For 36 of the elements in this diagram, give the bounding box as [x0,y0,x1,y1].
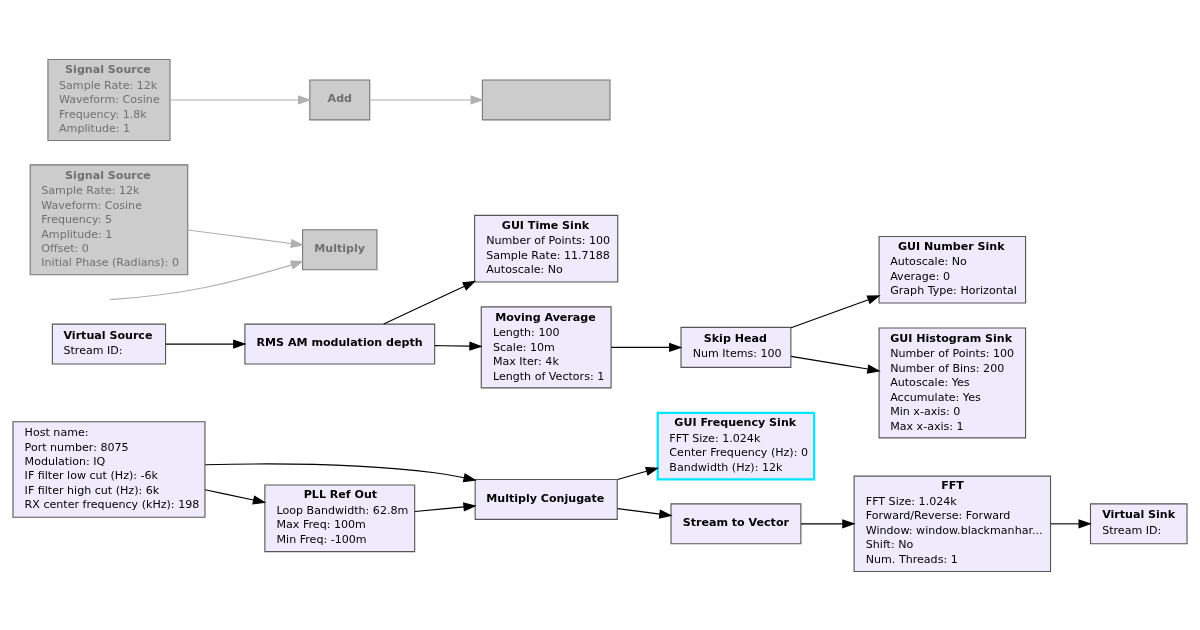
node-box: Virtual Source Stream ID: [51,323,167,365]
arrow [1050,518,1092,528]
node-box: RMS AM modulation depth [244,323,436,365]
node-box: Multiply [302,228,378,270]
arrow [790,294,881,328]
node-box: Signal Source Sample Rate: 12k Waveform: Cosine Frequency: 5 Amplitude: 1 Offset: 0 Initial Phase (Radians): 0 [29,163,189,275]
arrow [383,280,477,325]
node-box: Virtual Sink Stream ID: [1089,502,1188,544]
node-box: Signal Source Sample Rate: 12k Waveform: Cosine Frequency: 1.8k Amplitude: 1 [47,58,171,141]
arrow [414,501,477,512]
arrow [610,342,683,352]
arrow [204,462,477,482]
arrow [369,94,484,105]
node-box: Host name: Port number: 8075 Modulation: IQ IF filter low cut (Hz): -6k IF filter high cut (Hz): 6k RX center frequency (kHz): 198 [12,420,206,518]
node-box: Moving Average Length: 100 Scale: 10m Max Iter: 4k Length of Vectors: 1 [480,305,612,388]
arrow [617,507,673,519]
arrow [617,466,660,480]
node-box: PLL Ref Out Loop Bandwidth: 62.8m Max Freq: 100m Min Freq: -100m [264,483,416,552]
arrow [165,338,247,349]
node-box: Skip Head Num Items: 100 [680,326,792,368]
arrow [800,518,856,528]
node-box: Multiply Conjugate [474,478,618,520]
node-box: Stream to Vector [670,502,802,544]
arrow [790,355,881,374]
node-box: GUI Frequency Sink FFT Size: 1.024k Center Frequency (Hz): 0 Bandwidth (Hz): 12k [656,411,816,481]
node-box: GUI Number Sink Autoscale: No Average: 0 Graph Type: Horizontal [878,235,1027,304]
arrow [109,260,304,300]
node-box: GUI Time Sink Number of Points: 100 Sample Rate: 11.7188 Autoscale: No [474,214,619,282]
node-box: Add [309,78,371,120]
arrow [204,488,267,505]
arrow [187,228,305,248]
node-box: GUI Histogram Sink Number of Points: 100 Number of Bins: 200 Autoscale: Yes Accumulate: Yes Min x-axis: 0 Max x-axis: 1 [878,326,1027,438]
node-box: FFT FFT Size: 1.024k Forward/Reverse: Forward Window: window.blackmanhar... Shift: No Num. Threads: 1 [853,475,1052,572]
node-box [481,78,611,120]
arrow [169,94,312,105]
arrow [434,341,483,351]
